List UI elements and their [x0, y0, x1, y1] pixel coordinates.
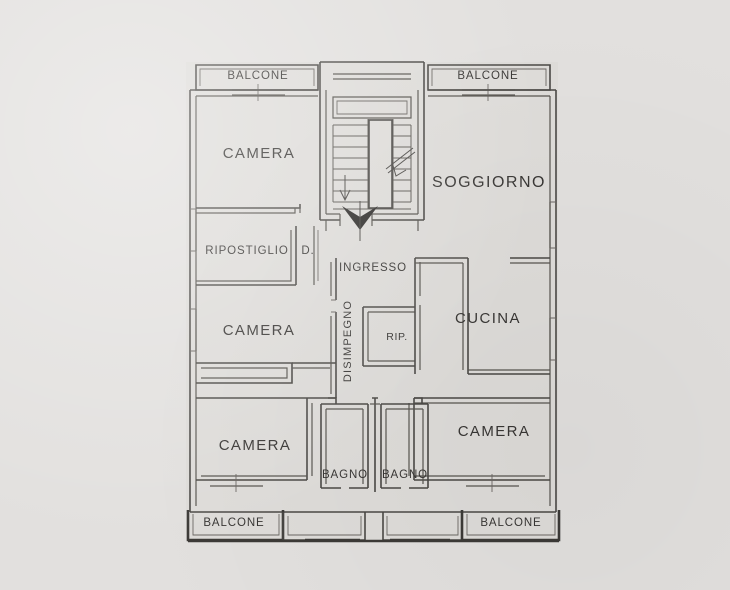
room-camera-mid-left-walls — [196, 362, 336, 384]
room-labels: CAMERA SOGGIORNO RIPOSTIGLIO D. INGRESSO… — [205, 145, 546, 481]
stair-core — [368, 119, 393, 209]
balcony-labels: BALCONE BALCONE BALCONE BALCONE — [203, 70, 541, 529]
room-cucina-walls — [462, 257, 550, 375]
stairwell — [319, 61, 425, 241]
label-camera-bottom-left: CAMERA — [219, 437, 292, 454]
room-bagni-walls — [320, 397, 429, 492]
label-ingresso: INGRESSO — [339, 262, 407, 274]
stair-treads-left — [333, 124, 368, 203]
room-camera-top-left-walls — [196, 204, 301, 214]
window-openings-right — [549, 201, 557, 361]
label-camera-mid-left: CAMERA — [223, 322, 296, 339]
up-arrow-icon — [385, 147, 416, 177]
label-soggiorno: SOGGIORNO — [432, 174, 546, 191]
label-camera-top-left: CAMERA — [223, 145, 296, 162]
entry-arrow-icon — [342, 201, 378, 241]
label-bagno-right: BAGNO — [382, 469, 428, 481]
room-rip-walls — [362, 300, 421, 374]
building-outer-walls — [189, 89, 557, 513]
label-bagno-left: BAGNO — [322, 469, 368, 481]
corridor-disimpegno-walls — [330, 257, 468, 398]
label-ripostiglio: RIPOSTIGLIO — [205, 245, 288, 257]
label-rip: RIP. — [386, 331, 407, 343]
label-balcone-bottom-left: BALCONE — [203, 517, 264, 529]
label-camera-bottom-right: CAMERA — [458, 423, 531, 440]
label-disimpegno: DISIMPEGNO — [342, 300, 354, 382]
label-disimpegno-d: D. — [301, 245, 314, 257]
stair-treads-right — [393, 124, 411, 203]
label-cucina: CUCINA — [455, 310, 521, 327]
room-ripostiglio-walls — [196, 226, 319, 286]
room-camera-bottom-right-walls — [408, 397, 550, 492]
window-openings-left — [189, 208, 197, 352]
label-balcone-top-left: BALCONE — [227, 70, 288, 82]
down-arrow-icon — [339, 175, 351, 202]
room-camera-bottom-left-walls — [196, 397, 336, 492]
label-balcone-top-right: BALCONE — [457, 70, 518, 82]
label-balcone-bottom-right: BALCONE — [480, 517, 541, 529]
